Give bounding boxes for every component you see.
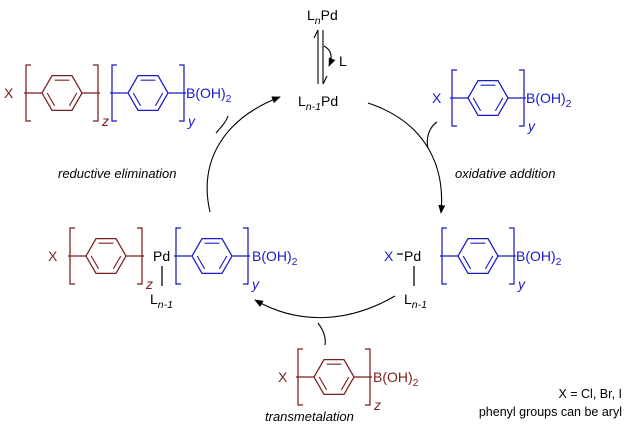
- oxidative-addition-substrate-arrow: [426, 121, 438, 149]
- repeat-subscript: z: [145, 276, 153, 292]
- step-label-reductive-elimination: reductive elimination: [58, 166, 177, 181]
- halide-symbol: X: [4, 85, 14, 101]
- benzene-ring-icon: [457, 238, 499, 274]
- ligand-label: Ln-1: [404, 291, 427, 311]
- double-bond: [46, 92, 56, 107]
- coupling-product: Xz y B(OH)2: [4, 64, 232, 129]
- dissociated-ligand: L: [339, 53, 347, 69]
- boronic-acid-partner: Xz B(OH)2: [278, 348, 419, 413]
- palladium-symbol: Pd: [404, 248, 421, 264]
- benzene-ring-icon: [127, 75, 169, 111]
- svg-text:LnPd: LnPd: [307, 7, 338, 27]
- halide-symbol: X: [48, 248, 58, 264]
- boronic-acid-group: B(OH)2: [186, 85, 232, 105]
- double-bond: [462, 255, 472, 270]
- transmetalation-substrate-arrow: [317, 322, 326, 346]
- transmetalation-arrow: [254, 295, 396, 319]
- aryl-halide-substrate: Xy B(OH)2: [432, 69, 572, 134]
- repeat-subscript: y: [251, 276, 260, 292]
- reductive-elimination-product-arrow: [215, 115, 229, 134]
- benzene-ring-icon: [85, 238, 127, 274]
- double-bond: [112, 255, 122, 270]
- double-bond: [494, 97, 504, 112]
- repeat-subscript: y: [527, 118, 536, 134]
- repeat-subscript: z: [373, 397, 381, 413]
- boronic-acid-group: B(OH)2: [526, 90, 572, 110]
- double-bond: [196, 255, 206, 270]
- repeat-subscript: z: [101, 113, 109, 129]
- double-bond: [90, 255, 100, 270]
- repeat-subscript: y: [187, 113, 196, 129]
- ligand-label: Ln-1: [150, 291, 173, 311]
- double-bond: [68, 92, 78, 107]
- benzene-ring-icon: [313, 359, 355, 395]
- boronic-acid-group: B(OH)2: [516, 248, 562, 268]
- oxidative-addition-arrow: [367, 102, 446, 214]
- double-bond: [484, 255, 494, 270]
- double-bond: [472, 97, 482, 112]
- palladium-symbol: Pd: [153, 248, 170, 264]
- double-bond: [218, 255, 228, 270]
- step-label-transmetalation: transmetalation: [265, 409, 354, 424]
- step-label-oxidative-addition: oxidative addition: [455, 166, 555, 181]
- double-bond: [340, 376, 350, 391]
- halide-symbol: X: [384, 248, 394, 264]
- double-bond: [318, 376, 328, 391]
- note-aryl-groups: phenyl groups can be aryl: [479, 405, 622, 419]
- catalyst-precursor: LnPd: [307, 7, 338, 27]
- palladium-symbol: Pd: [321, 7, 338, 23]
- halide-symbol: X: [432, 90, 442, 106]
- halide-symbol: X: [278, 369, 288, 385]
- svg-text:Ln-1Pd: Ln-1Pd: [298, 93, 338, 113]
- double-bond: [132, 92, 142, 107]
- benzene-ring-icon: [467, 80, 509, 116]
- reductive-elimination-arrow: [206, 96, 281, 213]
- benzene-ring-icon: [191, 238, 233, 274]
- note-halide-definition: X = Cl, Br, I: [558, 387, 622, 401]
- ligand-symbol: L: [307, 7, 315, 23]
- repeat-subscript: y: [517, 276, 526, 292]
- ligand-count: n: [315, 15, 321, 27]
- double-bond: [154, 92, 164, 107]
- equilibrium-arrows-icon: [313, 29, 336, 85]
- boronic-acid-group: B(OH)2: [252, 248, 298, 268]
- benzene-ring-icon: [41, 75, 83, 111]
- boronic-acid-group: B(OH)2: [373, 369, 419, 389]
- active-catalyst: Ln-1Pd: [298, 93, 338, 113]
